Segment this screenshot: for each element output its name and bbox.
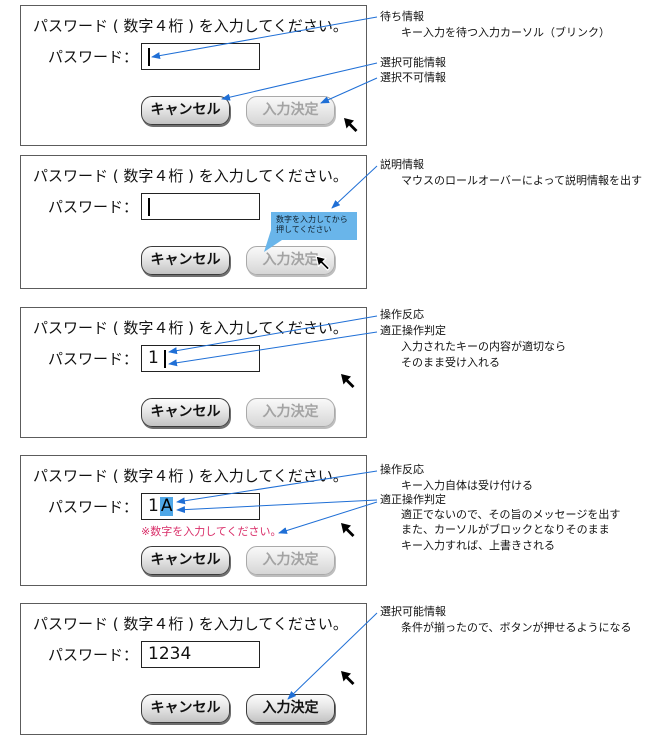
submit-button[interactable]: 入力決定 (246, 694, 335, 723)
password-input[interactable]: 1234 (141, 641, 260, 668)
password-label: パスワード： (48, 646, 139, 664)
dialog-title: パスワード ( 数字４桁 ) を入力してください。 (33, 615, 348, 633)
password-input[interactable]: 1 A (141, 493, 260, 520)
annotation-note: キー入力自体は受け付ける (401, 479, 533, 492)
mouse-pointer-icon (315, 255, 331, 271)
password-value: 1234 (148, 644, 192, 664)
password-dialog: パスワード ( 数字４桁 ) を入力してください。 パスワード： キャンセル 入… (20, 155, 367, 289)
tooltip-tail (264, 230, 282, 252)
annotation-label: 選択不可情報 (380, 71, 446, 84)
mouse-pointer-icon (341, 671, 355, 685)
annotation-note: そのまま受け入れる (401, 356, 500, 369)
submit-button[interactable]: 入力決定 (246, 546, 335, 575)
annotation-label: 選択可能情報 (380, 605, 446, 618)
text-caret (148, 197, 150, 216)
error-message: ※数字を入力してください。 (141, 525, 282, 538)
tooltip: 数字を入力してから 押してください (271, 212, 357, 240)
cancel-button[interactable]: キャンセル (141, 246, 230, 275)
text-caret (163, 349, 166, 368)
mouse-pointer-icon (344, 118, 358, 132)
password-value: 1 (148, 348, 159, 368)
dialog-title: パスワード ( 数字４桁 ) を入力してください。 (33, 17, 348, 35)
annotation-label: 操作反応 (380, 463, 424, 476)
tooltip-line: 押してください (276, 225, 332, 234)
annotation-note: 適正でないので、その旨のメッセージを出す (401, 508, 621, 521)
password-label: パスワード： (48, 498, 139, 516)
block-cursor: A (159, 496, 174, 516)
annotation-label: 待ち情報 (380, 10, 424, 23)
text-caret (148, 47, 150, 66)
password-label: パスワード： (48, 48, 139, 66)
annotation-label: 説明情報 (380, 158, 424, 171)
annotation-note: 入力されたキーの内容が適切なら (401, 340, 566, 353)
dialog-title: パスワード ( 数字４桁 ) を入力してください。 (33, 467, 348, 485)
annotation-label: 操作反応 (380, 308, 424, 321)
dialog-title: パスワード ( 数字４桁 ) を入力してください。 (33, 167, 348, 185)
annotation-label: 適正操作判定 (380, 493, 446, 506)
password-dialog: パスワード ( 数字４桁 ) を入力してください。 パスワード： キャンセル 入… (20, 5, 367, 146)
annotation-note: キー入力すれば、上書きされる (401, 539, 555, 552)
cancel-button[interactable]: キャンセル (141, 546, 230, 575)
annotation-label: 適正操作判定 (380, 324, 446, 337)
password-dialog: パスワード ( 数字４桁 ) を入力してください。 パスワード： 1 A ※数字… (20, 455, 367, 586)
mouse-pointer-icon (341, 523, 355, 537)
cancel-button[interactable]: キャンセル (141, 398, 230, 427)
annotation-note: 条件が揃ったので、ボタンが押せるようになる (401, 621, 632, 634)
cancel-button[interactable]: キャンセル (141, 694, 230, 723)
submit-button[interactable]: 入力決定 (246, 96, 335, 125)
cancel-button[interactable]: キャンセル (141, 96, 230, 125)
password-dialog: パスワード ( 数字４桁 ) を入力してください。 パスワード： 1 キャンセル… (20, 307, 367, 438)
annotation-note: マウスのロールオーバーによって説明情報を出す (401, 174, 643, 187)
password-input[interactable] (141, 193, 260, 220)
mouse-pointer-icon (341, 374, 355, 388)
password-input[interactable] (141, 43, 260, 70)
annotation-label: 選択可能情報 (380, 56, 446, 69)
annotation-note: キー入力を待つ入力カーソル（ブリンク） (401, 26, 610, 39)
annotation-note: また、カーソルがブロックとなりそのまま (401, 523, 610, 536)
password-label: パスワード： (48, 350, 139, 368)
dialog-title: パスワード ( 数字４桁 ) を入力してください。 (33, 319, 348, 337)
password-label: パスワード： (48, 198, 139, 216)
password-value: 1 (148, 496, 159, 516)
password-input[interactable]: 1 (141, 345, 260, 372)
password-dialog: パスワード ( 数字４桁 ) を入力してください。 パスワード： 1234 キャ… (20, 603, 367, 735)
submit-button[interactable]: 入力決定 (246, 398, 335, 427)
tooltip-line: 数字を入力してから (276, 215, 348, 224)
